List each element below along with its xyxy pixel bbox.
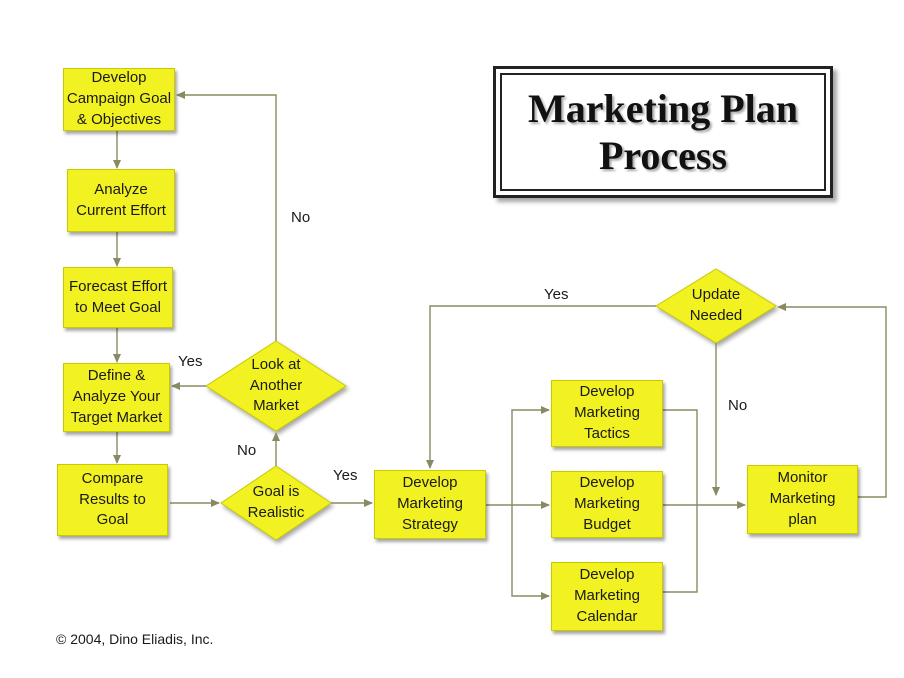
look-yes-label: Yes: [178, 353, 203, 370]
copyright-text: © 2004, Dino Eliadis, Inc.: [56, 631, 214, 647]
arrow-tactics-to-monitor: [663, 409, 698, 505]
compare-results-box: Compare Results to Goal: [57, 464, 168, 536]
monitor-plan-box: Monitor Marketing plan: [747, 465, 858, 534]
title-box: Marketing Plan Process: [493, 66, 833, 198]
update-needed-label: Update Needed: [689, 286, 743, 324]
title-inner-frame: Marketing Plan Process: [500, 73, 826, 191]
goal-realistic-diamond: [220, 465, 332, 541]
arrow-update-to-strategy: [426, 305, 656, 469]
update-no-label: No: [728, 397, 748, 414]
look-another-market-label: Look at Another Market: [249, 355, 303, 415]
develop-goal-box: Develop Campaign Goal & Objectives: [63, 68, 175, 131]
realistic-yes-label: Yes: [333, 467, 358, 484]
look-another-market-diamond: [205, 340, 347, 432]
forecast-effort-box: Forecast Effort to Meet Goal: [63, 267, 173, 328]
develop-budget-box: Develop Marketing Budget: [551, 471, 663, 538]
develop-strategy-box: Develop Marketing Strategy: [374, 470, 486, 539]
develop-tactics-box: Develop Marketing Tactics: [551, 380, 663, 447]
define-market-box: Define & Analyze Your Target Market: [63, 363, 170, 432]
realistic-no-label: No: [237, 442, 257, 459]
goal-realistic-label: Goal is Realistic: [247, 483, 305, 521]
page-title: Marketing Plan Process: [528, 85, 798, 178]
update-yes-label: Yes: [544, 286, 569, 303]
analyze-effort-box: Analyze Current Effort: [67, 169, 175, 232]
arrow-strategy-to-tactics: [511, 406, 550, 505]
arrow-monitor-to-update: [777, 303, 887, 498]
arrow-strategy-to-calendar: [511, 505, 550, 600]
arrow-calendar-to-monitor: [663, 505, 698, 593]
develop-calendar-box: Develop Marketing Calendar: [551, 562, 663, 631]
look-no-label: No: [291, 209, 311, 226]
arrow-look-to-goal: [176, 91, 277, 341]
